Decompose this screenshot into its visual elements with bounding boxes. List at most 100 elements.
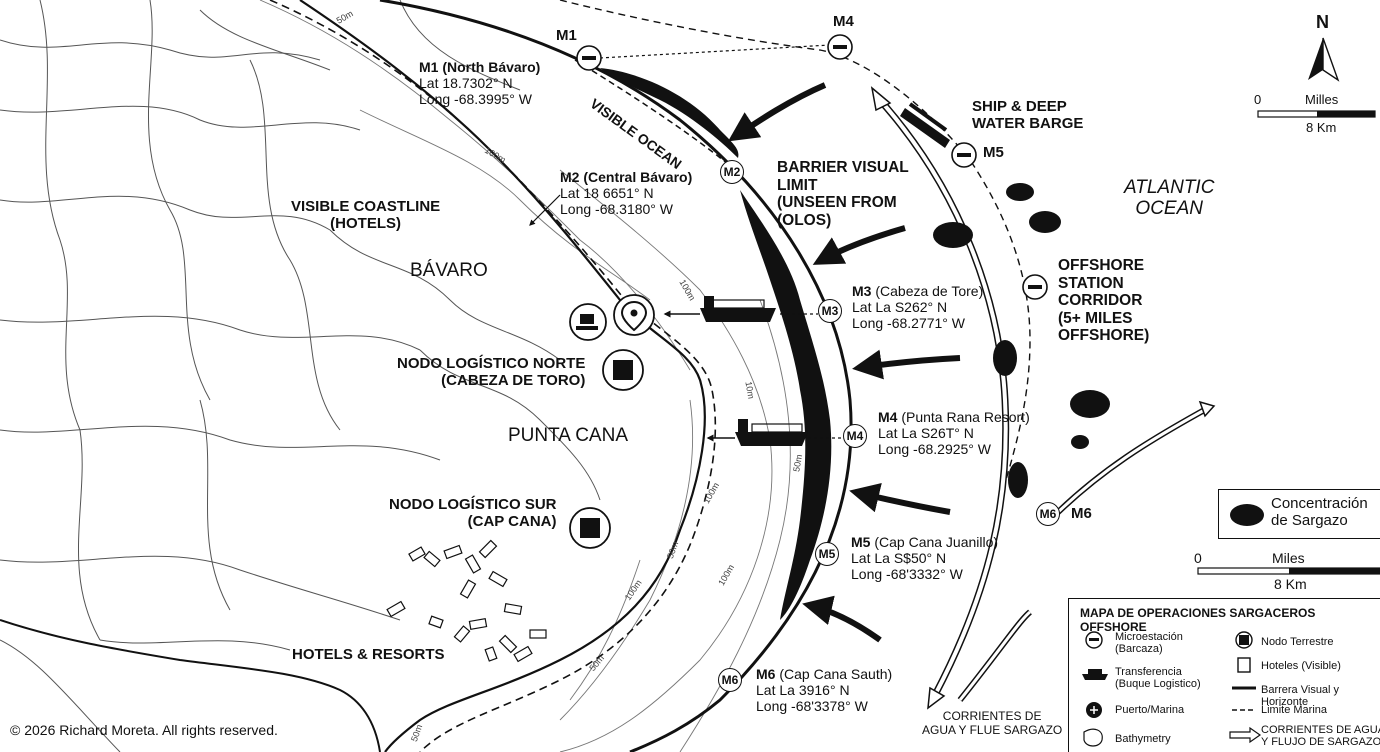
marker-m5[interactable]: M5	[815, 542, 839, 566]
legend-item-hotels: Hoteles (Visible)	[1261, 660, 1341, 672]
legend-icons	[1082, 631, 1262, 747]
current-arrow-3	[1047, 405, 1210, 523]
coords-m1-lat: Lat 18.7302° N	[419, 74, 513, 91]
coords-m4-long: Long -68.2925° W	[878, 440, 992, 457]
legend-panel	[1068, 598, 1380, 752]
transfer-arrows	[663, 310, 735, 442]
scale-distance-top: 8 Km	[1306, 120, 1337, 135]
legend-item-transfer: Transferencia (Buque Logistico)	[1115, 666, 1201, 691]
coords-m4-lat: Lat La S26T° N	[878, 424, 974, 441]
nodo-norte-label: NODO LOGÍSTICO NORTE (CABEZA DE TORO)	[397, 355, 586, 389]
coastline-leader	[529, 194, 561, 226]
marker-m3[interactable]: M3	[818, 299, 842, 323]
coords-m6-lat: Lat La 3916° N	[756, 681, 850, 698]
current-arrow-head-bottom	[927, 686, 946, 710]
barrier-label: BARRIER VISUAL LIMIT (UNSEEN FROM (OLOS)	[777, 159, 909, 229]
scale-unit-top: Milles	[1305, 92, 1339, 107]
hotels-resorts-label: HOTELS & RESORTS	[292, 646, 445, 663]
visible-coastline-label: VISIBLE COASTLINE (HOTELS)	[291, 198, 441, 232]
offshore-marker-m6-label: M6	[1071, 505, 1092, 522]
legend-item-barrier: Barrera Visual y Horizonte	[1261, 684, 1340, 709]
scale-bar-bottom	[1197, 567, 1380, 575]
coords-m2: M2 (Central Bávaro) Lat 18 6651° N Long …	[560, 169, 693, 217]
coords-m1-title: M1 (North Bávaro)	[419, 59, 541, 75]
legend-item-nodo: Nodo Terrestre	[1261, 636, 1334, 648]
coords-m6-name: (Cap Cana Sauth)	[779, 666, 893, 682]
scale-bar-top	[1257, 110, 1376, 118]
bathymetry-icon	[1083, 728, 1103, 747]
legend-item-currents: CORRIENTES DE AGUA Y FLUJO DE SARGAZO	[1261, 724, 1380, 749]
scale-zero-bottom: 0	[1194, 550, 1202, 566]
north-label: N	[1316, 12, 1329, 32]
coords-m6-title: M6	[756, 666, 776, 682]
cargo-ship-m4	[735, 419, 808, 446]
north-arrow-icon	[1308, 37, 1340, 82]
coords-m3-lat: Lat La S262° N	[852, 298, 948, 315]
offshore-marker-m5-label: M5	[983, 144, 1004, 161]
coords-m3-long: Long -68.2771° W	[852, 314, 966, 331]
legend-title: MAPA DE OPERACIONES SARGACEROS OFFSHORE	[1080, 606, 1316, 634]
offshore-marker-m6[interactable]: M6	[1036, 502, 1060, 526]
legend-item-microstation: Microestación (Barcaza)	[1115, 631, 1183, 656]
hollow-arrow-icon	[1229, 726, 1262, 744]
deep-water-barge	[900, 102, 950, 148]
ship-barge-label: SHIP & DEEP WATER BARGE	[972, 98, 1084, 132]
coords-m6: M6 (Cap Cana Sauth) Lat La 3916° N Long …	[756, 666, 893, 714]
coords-m1-long: Long -68.3995° W	[419, 90, 533, 107]
sargassum-icon	[1230, 504, 1264, 526]
coords-m4: M4 (Punta Rana Resort) Lat La S26T° N Lo…	[878, 409, 1030, 457]
flow-arrows	[728, 82, 961, 643]
coords-m5-title: M5	[851, 534, 871, 550]
coords-m4-title: M4	[878, 409, 898, 425]
marker-m2[interactable]: M2	[720, 160, 744, 184]
coords-m3-title: M3	[852, 283, 872, 299]
legend-item-port: Puerto/Marina	[1115, 704, 1185, 716]
ocean-label: ATLANTIC OCEAN	[1124, 177, 1215, 220]
sargassum-band	[600, 68, 832, 620]
nodo-sur-label: NODO LOGÍSTICO SUR (CAP CANA)	[389, 496, 557, 530]
scale-distance-bottom: 8 Km	[1274, 576, 1307, 592]
microstation-icon	[1085, 631, 1103, 649]
location-pin-icon	[613, 294, 655, 336]
m1-m4-link	[599, 44, 831, 59]
coastline-south	[0, 619, 381, 752]
scale-zero-top: 0	[1254, 92, 1262, 107]
coords-m2-title: M2 (Central Bávaro)	[560, 169, 693, 185]
coords-m1: M1 (North Bávaro) Lat 18.7302° N Long -6…	[419, 59, 541, 107]
marine-limit-line	[269, 0, 717, 752]
ship-icon	[1082, 669, 1108, 680]
coords-m2-long: Long -68.3180° W	[560, 200, 674, 217]
coords-m3-name: (Cabeza de Tore)	[875, 283, 984, 299]
copyright-notice: © 2026 Richard Moreta. All rights reserv…	[10, 722, 278, 738]
marine-limit-line-2	[559, 0, 1031, 501]
offshore-marker-m4-label: M4	[833, 13, 854, 30]
coords-m5-long: Long -68'3332° W	[851, 565, 963, 582]
sargassum-clumps	[933, 183, 1110, 498]
current-arrow-head-top	[870, 86, 892, 112]
coords-m6-long: Long -68'3378° W	[756, 697, 868, 714]
nodo-sur-building-icon	[569, 507, 611, 549]
coords-m5-lat: Lat La S$50° N	[851, 549, 947, 566]
hotel-blocks	[386, 539, 547, 663]
scale-unit-bottom: Miles	[1272, 550, 1305, 566]
sargassum-legend: Concentración de Sargazo	[1218, 489, 1380, 539]
coords-m5: M5 (Cap Cana Juanillo) Lat La S$50° N Lo…	[851, 534, 999, 582]
marker-m4[interactable]: M4	[843, 424, 867, 448]
offshore-corridor-label: OFFSHORE STATION CORRIDOR (5+ MILES OFFS…	[1058, 257, 1150, 344]
legend-item-bathymetry: Bathymetry	[1115, 733, 1171, 745]
coords-m3: M3 (Cabeza de Tore) Lat La S262° N Long …	[852, 283, 984, 331]
bavaro-label: BÁVARO	[410, 260, 488, 281]
punta-cana-label: PUNTA CANA	[508, 425, 629, 446]
currents-label: CORRIENTES DE AGUA Y FLUE SARGAZO	[922, 709, 1063, 737]
cargo-ship-m3	[700, 296, 776, 322]
legend-item-marine-limit: Limite Marina	[1261, 704, 1328, 716]
port-icon	[569, 303, 607, 341]
hotel-icon	[1237, 657, 1251, 673]
coords-m5-name: (Cap Cana Juanillo)	[874, 534, 999, 550]
anchor-icon	[1086, 702, 1102, 718]
land-roads	[0, 0, 601, 752]
marker-m6[interactable]: M6	[718, 668, 742, 692]
marker-m1-label: M1	[556, 27, 577, 44]
